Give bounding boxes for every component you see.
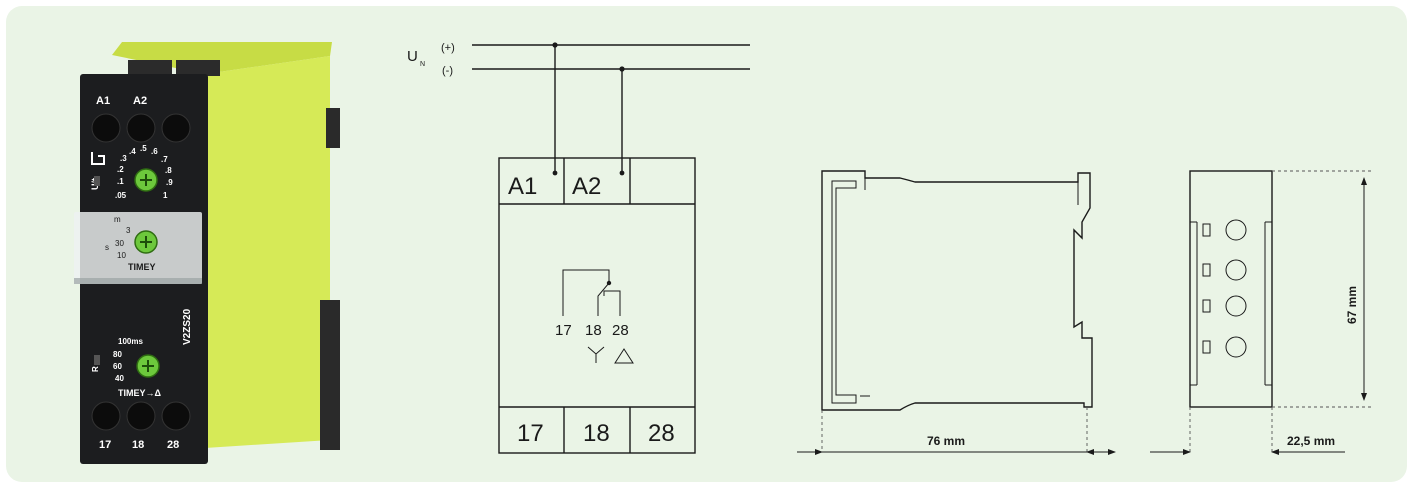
box-terminal-a2: A2	[572, 173, 601, 200]
device-terminal-a1: A1	[96, 95, 110, 107]
svg-text:100ms: 100ms	[118, 337, 143, 346]
terminal-dot	[619, 170, 625, 176]
screw-hole	[126, 401, 156, 431]
dial-3-scale: 100ms 80 60 40	[113, 337, 143, 383]
knob-slot-icon	[140, 174, 152, 186]
dial-2-brand: TIMEY	[128, 262, 156, 272]
side-inner-rail	[831, 180, 857, 404]
box-terminal-a1: A1	[508, 173, 537, 200]
screw-hole	[161, 401, 191, 431]
knob-slot-icon	[140, 236, 152, 248]
relay-box	[498, 157, 696, 454]
svg-text:.4: .4	[129, 147, 136, 156]
top-slot-1	[128, 60, 172, 76]
box-terminal-28: 28	[648, 420, 675, 447]
dial-1-scale: .05 .1 .2 .3 .4 .5 .6 .7 .8 .9 1	[115, 144, 173, 200]
box-terminal-18: 18	[583, 420, 610, 447]
svg-text:10: 10	[117, 251, 126, 260]
screw-hole	[91, 401, 121, 431]
device-terminal-28: 28	[167, 439, 179, 451]
svg-text:40: 40	[115, 374, 124, 383]
svg-text:.2: .2	[117, 165, 124, 174]
supply-minus-label: (-)	[442, 65, 453, 77]
device-terminal-18: 18	[132, 439, 144, 451]
device-terminal-a2: A2	[133, 95, 147, 107]
front-terminal-row	[1202, 219, 1247, 358]
cover-shadow	[74, 278, 202, 284]
svg-text:80: 80	[113, 350, 122, 359]
svg-text:.1: .1	[117, 177, 124, 186]
svg-text:.8: .8	[165, 166, 172, 175]
top-slot-2	[176, 60, 220, 76]
terminal-dot	[552, 170, 558, 176]
width-label: 22,5 mm	[1287, 434, 1335, 448]
model-label: V2ZS20	[182, 308, 193, 345]
device-terminal-17: 17	[99, 439, 111, 451]
svg-text:.6: .6	[151, 147, 158, 156]
wiring-diagram: U N (+) (-) A1 A2 17 18 28 17 18 28	[407, 42, 750, 454]
svg-text:s: s	[105, 243, 109, 252]
reset-label: R	[91, 366, 100, 372]
contact-label-17: 17	[555, 322, 572, 339]
svg-text:.7: .7	[161, 155, 168, 164]
dial-3-label: TIMEY→Δ	[118, 388, 162, 398]
box-terminal-17: 17	[517, 420, 544, 447]
depth-label: 76 mm	[927, 434, 965, 448]
led-indicator	[94, 176, 100, 186]
housing-side	[205, 56, 330, 448]
led-indicator	[94, 355, 100, 365]
knob-slot-icon	[142, 360, 154, 372]
svg-text:60: 60	[113, 362, 122, 371]
svg-text:1: 1	[163, 191, 168, 200]
rail-clip-bottom	[320, 300, 340, 450]
contact-label-28: 28	[612, 322, 629, 339]
screw-hole	[91, 113, 121, 143]
svg-text:m: m	[114, 215, 121, 224]
screw-hole	[161, 113, 191, 143]
svg-text:.9: .9	[166, 178, 173, 187]
front-view-drawing: 67 mm 22,5 mm	[1150, 170, 1372, 455]
star-icon	[587, 346, 605, 363]
front-outline	[1189, 170, 1273, 408]
svg-text:30: 30	[115, 239, 124, 248]
side-outline	[821, 170, 1093, 411]
contact-label-18: 18	[585, 322, 602, 339]
supply-plus-label: (+)	[441, 42, 455, 54]
contact-symbol	[562, 269, 621, 316]
supply-label: U	[407, 48, 418, 65]
supply-subscript: N	[420, 61, 425, 68]
svg-text:.05: .05	[115, 191, 127, 200]
svg-text:.5: .5	[140, 144, 147, 153]
svg-text:3: 3	[126, 226, 131, 235]
delta-icon	[614, 348, 634, 364]
relay-device: A1 A2 U/t .05 .1 .2 .3 .4 .5 .6 .7 .8 .9…	[74, 42, 340, 464]
dial-2-scale: m 3 30 s 10 TIMEY	[105, 215, 156, 272]
height-label: 67 mm	[1345, 286, 1359, 324]
relay-symbol-icon	[91, 152, 105, 165]
svg-text:.3: .3	[120, 154, 127, 163]
rail-clip-top	[326, 108, 340, 148]
screw-hole	[126, 113, 156, 143]
side-view-drawing: 76 mm	[797, 170, 1116, 455]
